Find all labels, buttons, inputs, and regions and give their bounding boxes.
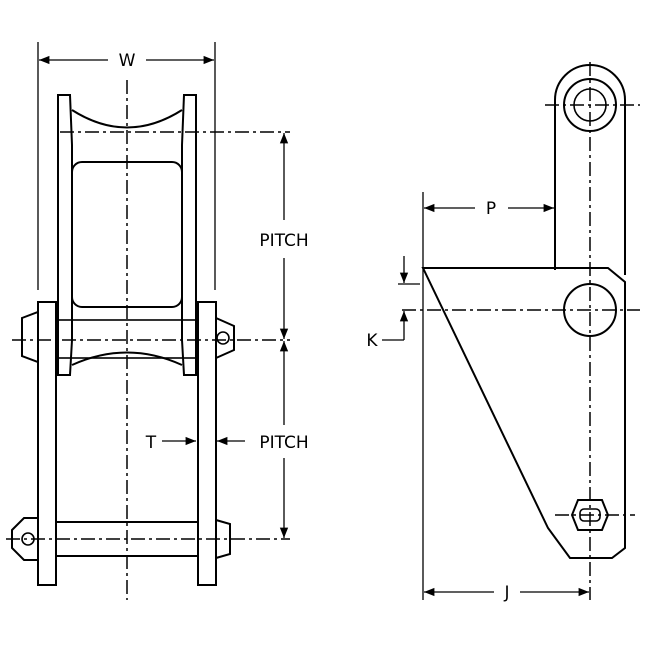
right-roller-flange — [181, 94, 197, 376]
lower-pin-head — [11, 517, 39, 561]
lower-bolt-icon — [570, 499, 610, 531]
pitch-label-lower: PITCH — [259, 433, 308, 453]
p-label: P — [486, 199, 496, 219]
right-side-plate — [197, 301, 217, 586]
side-view: P K J — [366, 62, 640, 603]
left-roller-flange — [57, 94, 73, 376]
pitch-label-upper: PITCH — [259, 231, 308, 251]
k-label: K — [366, 331, 378, 351]
upper-pin — [21, 310, 39, 364]
upper-cotter-icon — [216, 331, 230, 345]
upper-cotter-head — [215, 316, 235, 360]
t-label: T — [145, 433, 157, 453]
left-side-plate — [37, 301, 57, 586]
attachment-bracket — [421, 267, 626, 559]
j-label: J — [503, 583, 509, 603]
front-view: W PITCH PITCH T — [6, 42, 309, 600]
w-label: W — [119, 51, 136, 71]
roller-bottom-curve — [71, 351, 183, 366]
roller-top-curve — [71, 109, 183, 129]
lower-pin-end — [215, 518, 231, 560]
